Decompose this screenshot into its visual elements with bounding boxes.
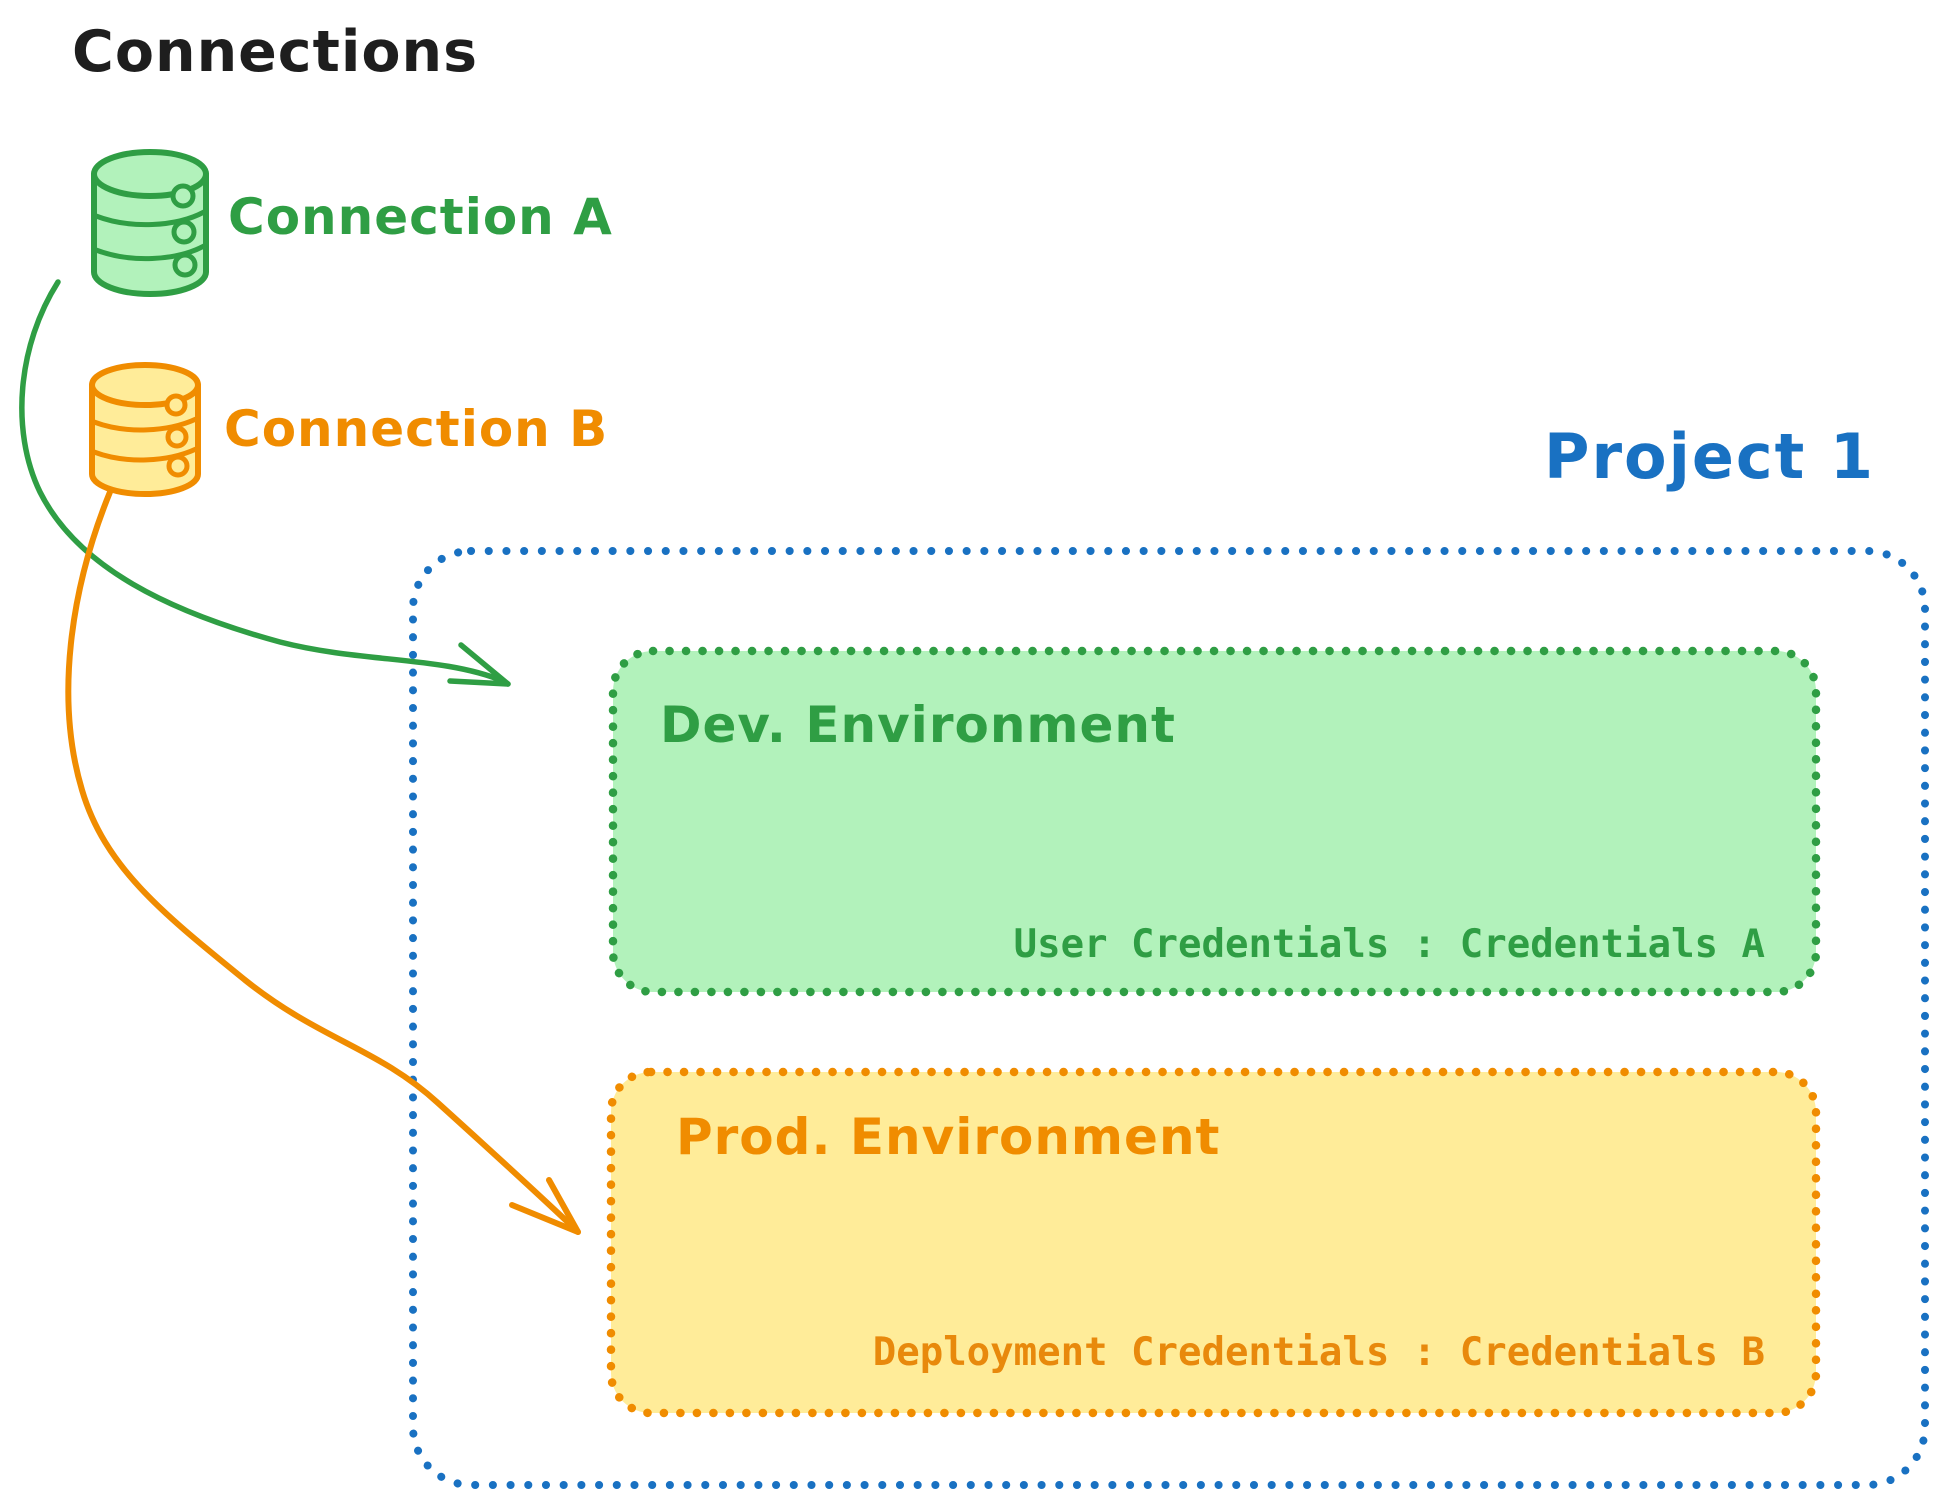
project-box [409, 547, 1929, 1489]
project-label: Project 1 [1544, 420, 1876, 493]
arrow-connection-a-to-dev [19, 279, 511, 687]
connection-a-label: Connection A [228, 188, 613, 246]
diagram-title: Connections [72, 19, 479, 85]
prod-environment-credentials: Deployment Credentials : Credentials B [872, 1330, 1765, 1375]
dev-environment-box [608, 646, 1821, 997]
prod-environment-box [606, 1067, 1821, 1418]
database-icon-connection-b [89, 362, 201, 497]
connection-b-label: Connection B [224, 400, 609, 458]
arrow-connection-b-to-prod [65, 489, 581, 1235]
dev-environment-credentials: User Credentials : Credentials A [1013, 922, 1765, 967]
dev-environment-title: Dev. Environment [660, 696, 1176, 754]
prod-environment-title: Prod. Environment [676, 1108, 1221, 1166]
database-icon-connection-a [91, 149, 209, 297]
